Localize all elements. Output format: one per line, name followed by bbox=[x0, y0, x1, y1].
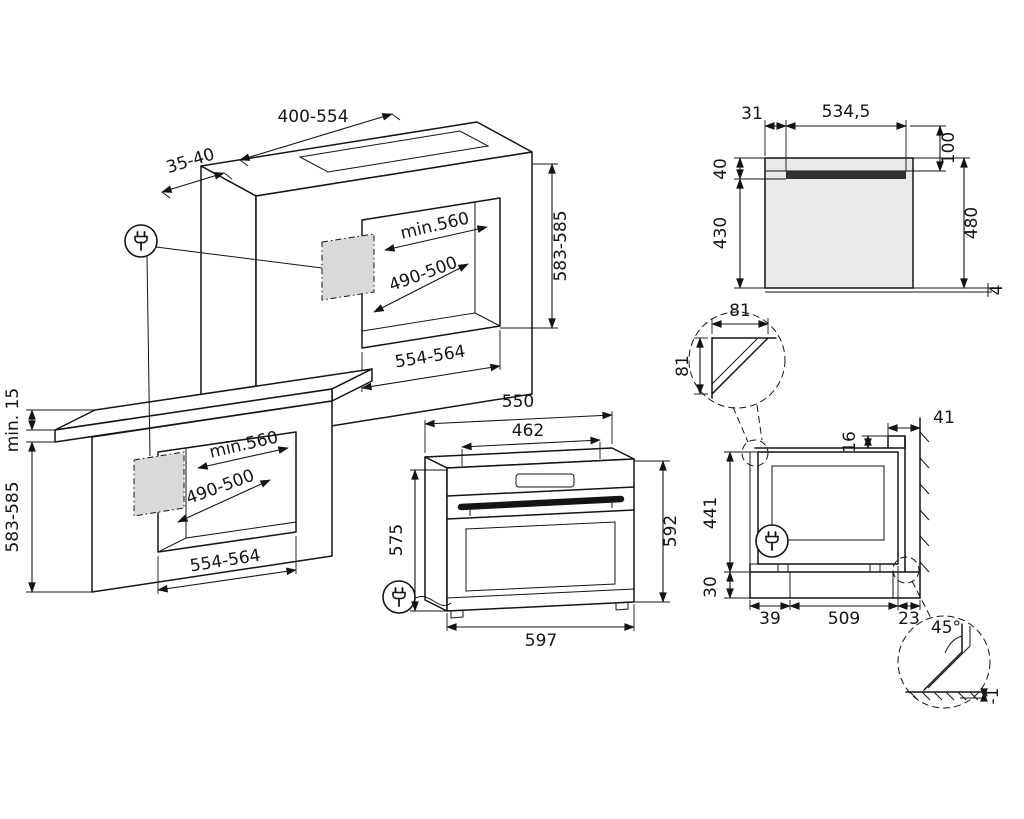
door-top-edge bbox=[446, 509, 635, 520]
top-cutout bbox=[298, 130, 490, 173]
chamfer-line bbox=[711, 337, 769, 395]
dim-rail-height: 16 bbox=[840, 431, 860, 453]
dim-bottom-gap: 4 bbox=[987, 285, 1007, 296]
side-section-dimensions: 16 41 441 30 39 509 23 bbox=[701, 408, 955, 629]
rear-panel-dimensions: 31 534,5 100 40 430 480 4 bbox=[711, 102, 1007, 297]
base-cabinet-view: min. 15 583-585 min.560 490-500 554-564 bbox=[3, 368, 373, 594]
mounting-rail bbox=[786, 171, 906, 179]
door-glass bbox=[465, 521, 616, 592]
oven-dimensions: 550 462 575 592 597 bbox=[387, 392, 681, 651]
chamfer-line bbox=[923, 651, 963, 691]
oven-body bbox=[413, 447, 635, 619]
niche-opening-lower bbox=[157, 431, 297, 553]
control-panel-divider bbox=[446, 486, 635, 497]
dim-oven-inner-width: 462 bbox=[512, 421, 544, 441]
power-plug-icon bbox=[124, 224, 158, 258]
socket-zone-lower bbox=[133, 451, 185, 517]
tall-cabinet-view: 400-554 35-40 min.560 490-500 554-564 58… bbox=[161, 107, 571, 439]
dim-niche-side-height-lower: 583-585 bbox=[3, 481, 23, 552]
corner-detail-view: 81 81 bbox=[673, 301, 786, 443]
detail-marker-top bbox=[741, 439, 769, 467]
dim-oven-top-width: 550 bbox=[502, 392, 534, 412]
angle-arc bbox=[944, 635, 963, 654]
socket-callout bbox=[124, 224, 323, 457]
dim-oven-body-height: 575 bbox=[387, 524, 407, 556]
power-plug-icon bbox=[382, 580, 416, 614]
dim-recess: -1 bbox=[983, 688, 1003, 705]
dim-chamfer-angle: 45° bbox=[931, 618, 961, 638]
dim-corner-width: 81 bbox=[729, 301, 751, 321]
rear-panel bbox=[764, 157, 914, 289]
rear-panel-view: 31 534,5 100 40 430 480 4 bbox=[711, 102, 1007, 297]
oven-section bbox=[757, 451, 899, 565]
dim-corner-height: 81 bbox=[673, 355, 693, 377]
side-section-view: 16 41 441 30 39 509 23 bbox=[701, 408, 955, 629]
oven-view: 550 462 575 592 597 bbox=[382, 392, 681, 651]
dim-depth: 509 bbox=[828, 609, 860, 629]
dim-top-margin: 40 bbox=[711, 158, 731, 180]
dim-oven-total-height: 592 bbox=[661, 515, 681, 547]
dim-rear-gap: 23 bbox=[898, 609, 920, 629]
dim-oven-total-width: 597 bbox=[525, 631, 557, 651]
detail-circle bbox=[897, 615, 991, 709]
door-handle bbox=[457, 495, 625, 511]
foot-left bbox=[450, 609, 464, 619]
dim-front-gap: 39 bbox=[759, 609, 781, 629]
socket-zone-upper bbox=[321, 233, 375, 301]
niche-interior bbox=[362, 198, 500, 348]
detail-marker-bottom bbox=[892, 556, 920, 584]
dim-wall-offset: 41 bbox=[933, 408, 955, 428]
dim-plinth-height: 30 bbox=[701, 576, 721, 598]
dim-inner-height: 441 bbox=[701, 497, 721, 529]
dim-top-cutout-width: 400-554 bbox=[277, 107, 348, 127]
dim-lower-height: 430 bbox=[711, 217, 731, 249]
dim-top-distance: 100 bbox=[939, 132, 959, 164]
dim-niche-side-height-upper: 583-585 bbox=[551, 210, 571, 281]
dim-rail-offset-left: 31 bbox=[741, 104, 763, 124]
dim-worktop-clearance: min. 15 bbox=[3, 388, 23, 453]
detail-circle bbox=[688, 311, 786, 409]
oven-cavity-section bbox=[771, 465, 885, 541]
power-plug-icon bbox=[755, 524, 789, 558]
foot-right bbox=[615, 601, 629, 611]
dim-rail-length: 534,5 bbox=[822, 102, 871, 122]
dim-total-height: 480 bbox=[962, 207, 982, 239]
display bbox=[515, 473, 575, 488]
floor-detail-view: 45° -1 bbox=[897, 615, 1003, 709]
